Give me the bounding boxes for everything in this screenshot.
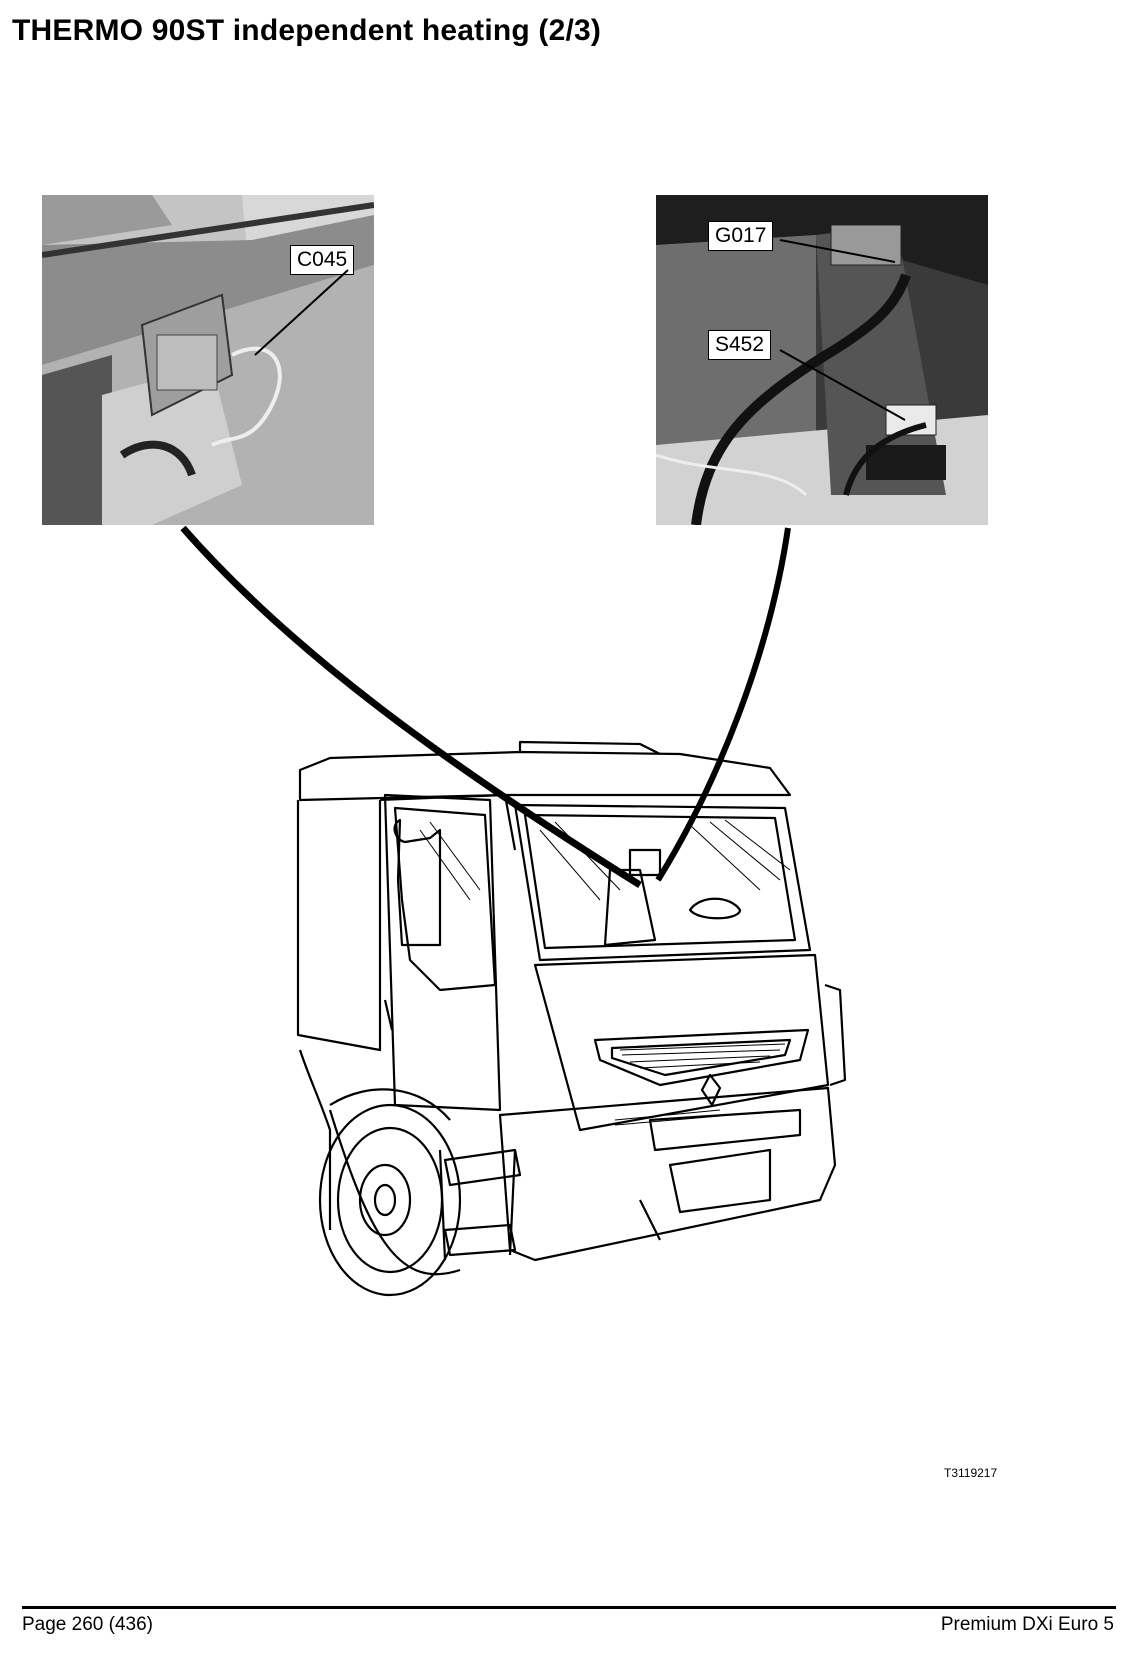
callout-c045: C045 (290, 245, 355, 275)
document-label: Premium DXi Euro 5 (940, 1614, 1114, 1635)
footer-divider (22, 1606, 1116, 1609)
leader-line-left (180, 525, 642, 888)
pointer-s452 (779, 349, 906, 421)
windscreen-hatching (419, 819, 791, 901)
grille-texture (614, 1043, 786, 1126)
figure-reference: T3119217 (944, 1466, 998, 1480)
page-title: THERMO 90ST independent heating (2/3) (12, 14, 602, 47)
cab-outline (296, 740, 847, 1297)
page-number: Page 260 (436) (22, 1614, 153, 1635)
pointer-c045 (254, 269, 349, 356)
callout-s452: S452 (708, 330, 772, 360)
leader-line-right (655, 527, 791, 882)
callout-g017: G017 (708, 221, 774, 251)
pointer-g017 (779, 239, 896, 263)
